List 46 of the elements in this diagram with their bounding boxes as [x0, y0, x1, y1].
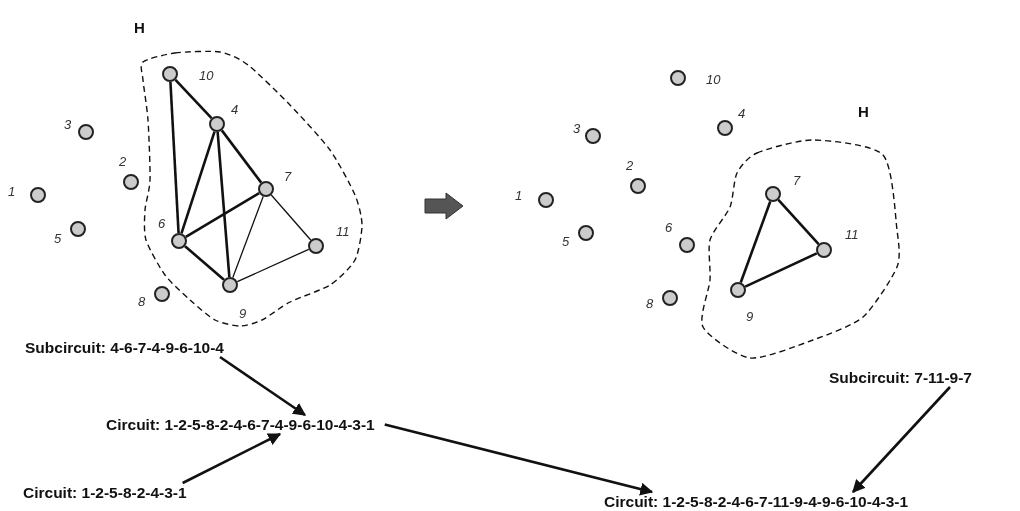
vertex-number: 10	[706, 73, 721, 86]
circuit-label: Circuit: 1-2-5-8-2-4-3-1	[23, 483, 187, 502]
arrow	[852, 386, 951, 493]
vertex-number: 4	[231, 103, 239, 116]
graph-edge	[180, 131, 216, 234]
vertex-number: 5	[562, 235, 570, 248]
vertex-number: 3	[64, 118, 72, 131]
arrow	[219, 355, 307, 417]
graph-edge	[270, 194, 312, 241]
graph-edge	[232, 195, 264, 279]
circuit-label: Circuit: 1-2-5-8-2-4-6-7-4-9-6-10-4-3-1	[106, 415, 375, 434]
arrow	[182, 432, 282, 485]
vertex-number: 4	[738, 107, 746, 120]
graph-edge	[744, 252, 818, 288]
vertex-number: 2	[626, 159, 634, 172]
vertex-number: 11	[336, 225, 350, 238]
vertex-number: 6	[158, 217, 166, 230]
region-label: H	[134, 20, 145, 35]
vertex-number: 11	[845, 228, 859, 241]
graph-edge	[777, 199, 820, 245]
graph-edge	[739, 201, 772, 283]
vertex-number: 7	[793, 174, 801, 187]
graph-edge	[236, 248, 310, 283]
vertex-number: 1	[8, 185, 16, 198]
vertex-number: 10	[199, 69, 214, 82]
vertex-number: 6	[665, 221, 673, 234]
vertex-number: 7	[284, 170, 292, 183]
graph-edge	[184, 245, 225, 281]
vertex-number: 1	[515, 189, 523, 202]
circuit-label: Subcircuit: 4-6-7-4-9-6-10-4	[25, 338, 224, 357]
vertex-number: 3	[573, 122, 581, 135]
graph-edge	[185, 192, 260, 238]
region-label: H	[858, 104, 869, 119]
vertex-number: 9	[746, 310, 754, 323]
graph-edge	[174, 78, 213, 120]
graph-edge	[220, 129, 263, 184]
graph-edge	[169, 81, 180, 234]
vertex-number: 2	[119, 155, 127, 168]
vertex-number: 8	[138, 295, 146, 308]
vertex-number: 8	[646, 297, 654, 310]
graph-edge	[216, 131, 231, 278]
vertex-number: 9	[239, 307, 247, 320]
arrow	[384, 423, 654, 496]
circuit-label: Subcircuit: 7-11-9-7	[829, 368, 972, 387]
vertex-number: 5	[54, 232, 62, 245]
circuit-label: Circuit: 1-2-5-8-2-4-6-7-11-9-4-9-6-10-4-3-1	[604, 492, 909, 511]
